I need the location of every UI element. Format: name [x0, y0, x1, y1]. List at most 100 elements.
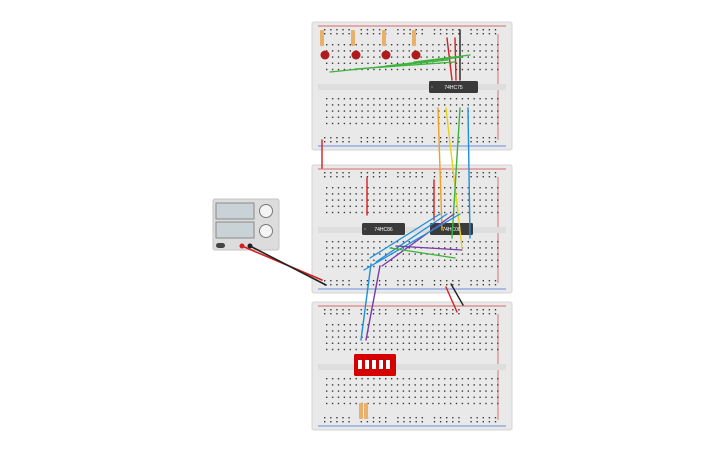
hole[interactable]	[408, 211, 410, 214]
hole[interactable]	[408, 116, 410, 118]
hole[interactable]	[367, 50, 369, 52]
hole[interactable]	[355, 259, 357, 261]
hole[interactable]	[455, 62, 458, 64]
hole[interactable]	[396, 44, 399, 46]
hole[interactable]	[379, 44, 381, 46]
hole[interactable]	[438, 330, 440, 332]
hole[interactable]	[488, 172, 491, 174]
hole[interactable]	[409, 137, 411, 139]
hole[interactable]	[467, 62, 469, 64]
hole[interactable]	[409, 421, 411, 423]
hole[interactable]	[426, 110, 428, 112]
hole[interactable]	[326, 378, 328, 380]
hole[interactable]	[449, 116, 452, 118]
hole[interactable]	[348, 421, 350, 423]
hole[interactable]	[367, 98, 369, 100]
hole[interactable]	[379, 247, 381, 249]
hole[interactable]	[390, 44, 393, 46]
hole[interactable]	[414, 98, 416, 100]
wire-purple[interactable]	[365, 265, 381, 341]
hole[interactable]	[337, 50, 340, 52]
hole[interactable]	[373, 384, 375, 386]
hole[interactable]	[408, 193, 410, 195]
hole[interactable]	[326, 384, 328, 386]
hole[interactable]	[452, 313, 454, 315]
hole[interactable]	[491, 68, 493, 71]
hole[interactable]	[342, 176, 344, 178]
hole[interactable]	[444, 199, 446, 201]
hole[interactable]	[373, 205, 375, 207]
hole[interactable]	[444, 241, 446, 243]
hole[interactable]	[476, 29, 478, 31]
hole[interactable]	[378, 284, 381, 286]
hole[interactable]	[326, 390, 328, 392]
hole[interactable]	[473, 330, 475, 332]
hole[interactable]	[432, 104, 434, 106]
hole[interactable]	[330, 172, 332, 174]
hole[interactable]	[342, 284, 344, 286]
hole[interactable]	[455, 378, 458, 380]
resistor-4[interactable]	[412, 30, 416, 46]
hole[interactable]	[361, 205, 363, 207]
hole[interactable]	[414, 396, 416, 398]
hole[interactable]	[385, 29, 387, 31]
hole[interactable]	[461, 110, 464, 112]
hole[interactable]	[408, 56, 410, 58]
hole[interactable]	[473, 402, 475, 405]
hole[interactable]	[461, 205, 464, 207]
hole[interactable]	[414, 247, 416, 249]
hole[interactable]	[331, 247, 334, 249]
hole[interactable]	[403, 417, 405, 419]
hole[interactable]	[367, 324, 369, 326]
hole[interactable]	[330, 176, 332, 178]
hole[interactable]	[331, 62, 334, 64]
hole[interactable]	[402, 253, 405, 255]
hole[interactable]	[331, 342, 334, 344]
hole[interactable]	[396, 193, 399, 195]
hole[interactable]	[336, 417, 338, 419]
hole[interactable]	[473, 253, 475, 255]
hole[interactable]	[337, 205, 340, 207]
hole[interactable]	[479, 378, 481, 380]
hole[interactable]	[461, 62, 464, 64]
hole[interactable]	[432, 384, 434, 386]
hole[interactable]	[449, 330, 452, 332]
hole[interactable]	[433, 33, 436, 35]
hole[interactable]	[421, 33, 423, 35]
hole[interactable]	[439, 141, 442, 143]
hole[interactable]	[396, 205, 399, 207]
hole[interactable]	[379, 253, 381, 255]
wire-orange[interactable]	[437, 107, 443, 231]
hole[interactable]	[473, 211, 475, 214]
hole[interactable]	[420, 116, 422, 118]
hole[interactable]	[385, 309, 387, 311]
hole[interactable]	[433, 29, 436, 31]
hole[interactable]	[342, 421, 344, 423]
hole[interactable]	[414, 390, 416, 392]
hole[interactable]	[438, 187, 440, 189]
hole[interactable]	[479, 253, 481, 255]
hole[interactable]	[385, 122, 387, 125]
hole[interactable]	[414, 330, 416, 332]
hole[interactable]	[336, 29, 338, 31]
hole[interactable]	[361, 104, 363, 106]
hole[interactable]	[355, 122, 357, 125]
hole[interactable]	[396, 50, 399, 52]
hole[interactable]	[455, 104, 458, 106]
hole[interactable]	[491, 253, 493, 255]
hole[interactable]	[343, 253, 346, 255]
hole[interactable]	[330, 313, 332, 315]
hole[interactable]	[485, 193, 487, 195]
hole[interactable]	[470, 309, 472, 311]
hole[interactable]	[415, 417, 417, 419]
hole[interactable]	[470, 137, 472, 139]
hole[interactable]	[444, 402, 446, 405]
hole[interactable]	[446, 280, 448, 282]
hole[interactable]	[476, 313, 478, 315]
hole[interactable]	[324, 141, 326, 143]
hole[interactable]	[361, 211, 363, 214]
hole[interactable]	[449, 259, 452, 261]
hole[interactable]	[326, 44, 328, 46]
led-icon[interactable]	[320, 50, 330, 60]
hole[interactable]	[497, 259, 499, 261]
